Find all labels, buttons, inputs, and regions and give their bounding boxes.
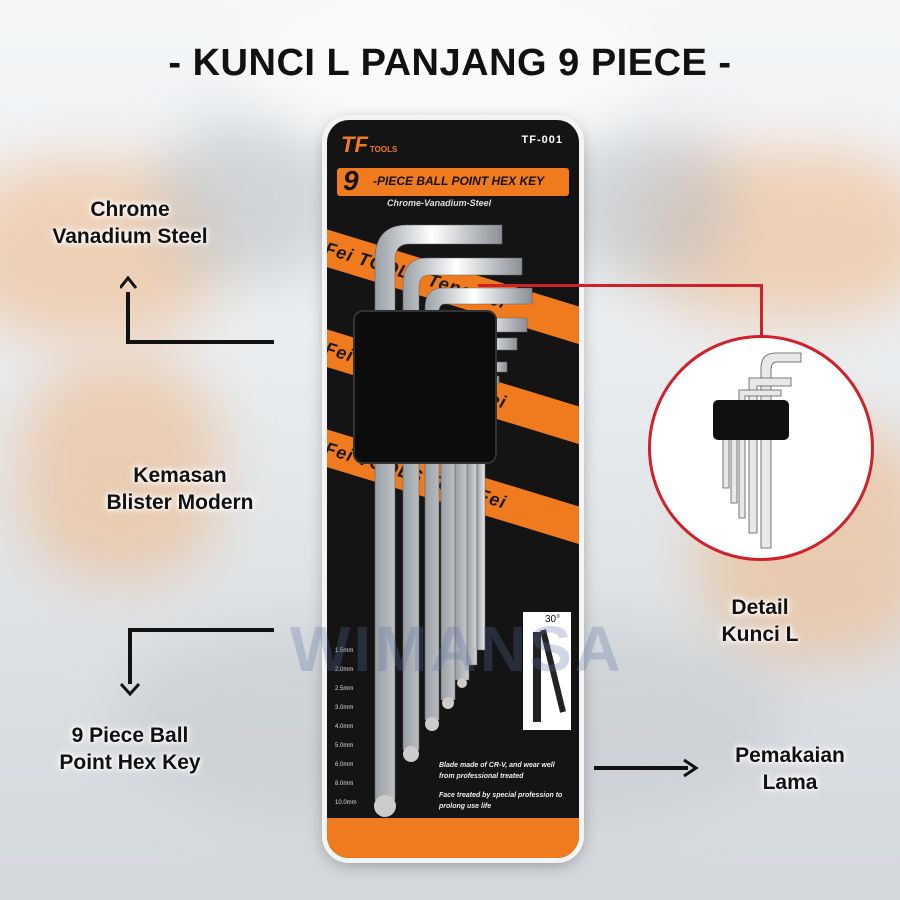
hex-keys-detail (713, 352, 802, 549)
key-holder (355, 312, 495, 462)
model-number: TF-001 (521, 134, 563, 146)
hex-keys-illustration (374, 224, 533, 817)
label-detail-line2: Kunci L (721, 623, 799, 646)
page-title: - KUNCI L PANJANG 9 PIECE - (168, 42, 732, 84)
label-detail-line1: Detail (731, 596, 789, 619)
label-piece-line1: 9 Piece Ball (71, 724, 189, 747)
watermark: WIMANSA (290, 613, 624, 685)
info-line-2: Face treated by special profession to pr… (439, 792, 563, 810)
package-subheadline: Chrome-Vanadium-Steel (387, 198, 492, 208)
label-chrome-line1: Chrome (90, 198, 170, 221)
label-pemakaian-line1: Pemakaian (735, 744, 845, 767)
arrow-chrome (120, 276, 274, 344)
angle-label: 30° (545, 614, 561, 625)
info-line-1: Blade made of CR-V, and wear well from p… (439, 762, 555, 780)
detail-zoom-circle (648, 335, 874, 561)
label-chrome: Chrome Vanadium Steel (20, 196, 240, 250)
label-pemakaian-line2: Lama (762, 771, 818, 794)
angle-diagram: 30° (523, 612, 571, 730)
label-pemakaian: Pemakaian Lama (705, 742, 875, 796)
label-kemasan-line1: Kemasan (133, 464, 227, 487)
arrow-piece (119, 628, 274, 697)
callout-line (760, 284, 763, 336)
label-kemasan-line2: Blister Modern (106, 491, 254, 514)
package-bottom-band (327, 818, 579, 858)
label-piece-line2: Point Hex Key (59, 751, 201, 774)
piece-count: 9 (343, 165, 359, 196)
package-headline: 9 -PIECE BALL POINT HEX KEY (337, 165, 569, 196)
label-chrome-line2: Vanadium Steel (52, 225, 208, 248)
label-detail: Detail Kunci L (680, 594, 840, 648)
label-piece: 9 Piece Ball Point Hex Key (20, 722, 240, 776)
arrow-pemakaian (594, 758, 699, 778)
package-info: Blade made of CR-V, and wear well from p… (439, 760, 569, 812)
headline-text: -PIECE BALL POINT HEX KEY (373, 174, 545, 188)
label-kemasan: Kemasan Blister Modern (60, 462, 300, 516)
callout-line (478, 284, 762, 287)
